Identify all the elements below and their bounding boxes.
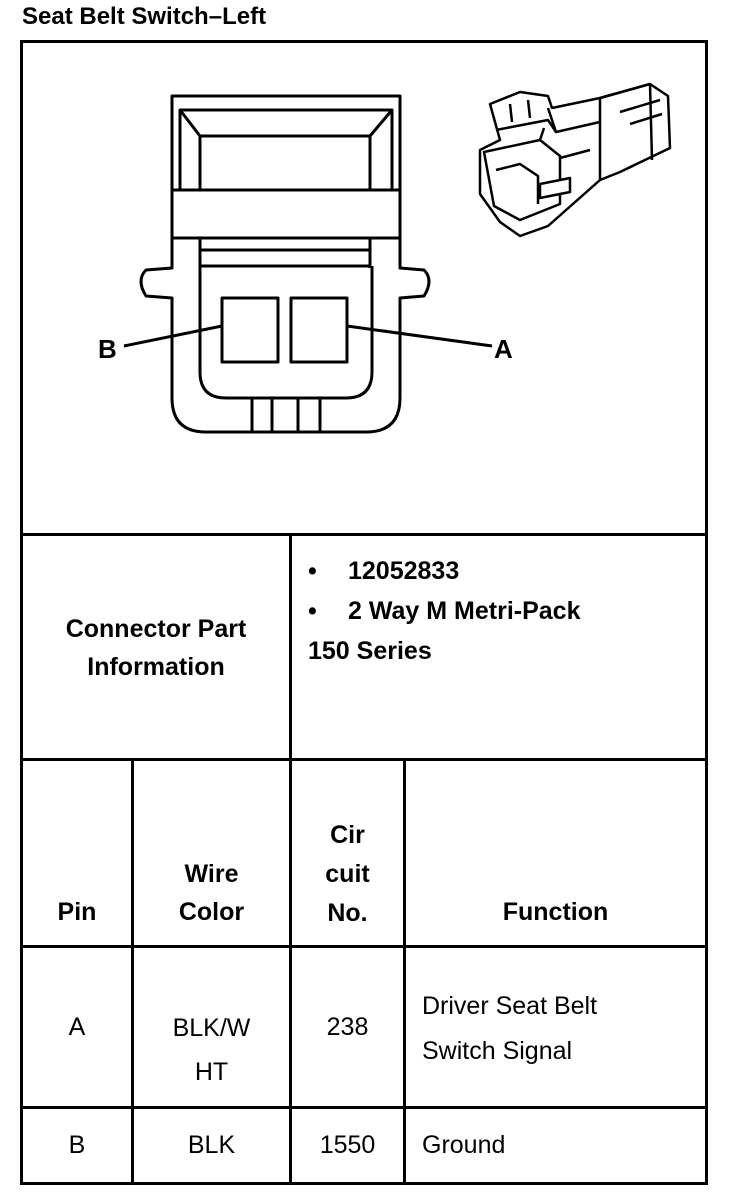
page-title: Seat Belt Switch–Left (22, 3, 267, 30)
header-circuit-line1: Cir (330, 821, 365, 849)
pin-label-a: A (494, 334, 513, 364)
part-number: 12052833 (348, 557, 460, 585)
header-function: Function (502, 898, 609, 926)
row-b-function: Ground (422, 1131, 506, 1159)
header-circuit-line3: No. (327, 899, 368, 927)
row-b-pin: B (68, 1131, 86, 1159)
row-a-wire-color-line2: HT (194, 1058, 229, 1086)
bullet: • (308, 557, 317, 585)
row-a-function-line1: Driver Seat Belt (422, 992, 598, 1020)
header-circuit-no: Cir cuit No. (292, 816, 403, 933)
connector-info-item: • 12052833 (308, 551, 698, 591)
pin-label-b: B (98, 334, 117, 364)
bullet: • (308, 597, 317, 625)
connector-info-item: • 2 Way M Metri-Pack (308, 591, 698, 631)
header-wire-color-line2: Color (178, 898, 245, 926)
connector-info-label-line1: Connector Part (65, 615, 247, 643)
header-wire-color: Wire Color (134, 855, 289, 931)
row-a-function-line2: Switch Signal (422, 1037, 573, 1065)
row-a-wire-color: BLK/W HT (134, 1006, 289, 1094)
connector-info-label: Connector Part Information (23, 610, 289, 686)
connector-face-diagram: B A (98, 82, 672, 434)
connector-info-values: • 12052833 • 2 Way M Metri-Pack 150 Series (308, 551, 698, 671)
row-a-wire-color-line1: BLK/W (172, 1014, 251, 1042)
row-b-wire-color: BLK (187, 1131, 236, 1159)
row-a-pin: A (68, 1013, 86, 1041)
row-a-function: Driver Seat Belt Switch Signal (422, 984, 702, 1074)
header-circuit-line2: cuit (325, 860, 370, 888)
row-b-circuit: 1550 (319, 1131, 376, 1159)
connector-series: 150 Series (308, 637, 432, 665)
header-wire-color-line1: Wire (184, 860, 239, 888)
row-a-circuit: 238 (326, 1013, 369, 1041)
connector-info-label-line2: Information (87, 653, 225, 681)
header-pin: Pin (57, 898, 97, 926)
connector-type: 2 Way M Metri-Pack (348, 597, 581, 625)
connector-3d-illustration (478, 82, 672, 238)
